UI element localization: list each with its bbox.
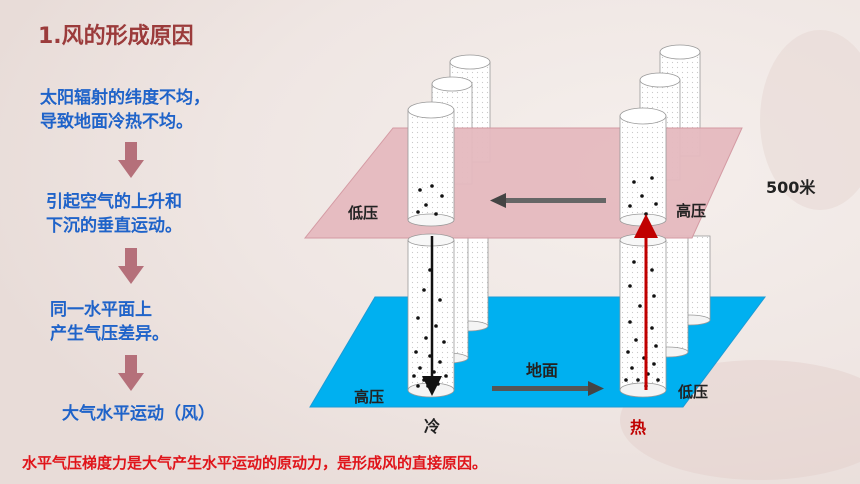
step-3-line1: 同一水平面上 — [50, 300, 152, 320]
ground-low-pressure-label: 低压 — [677, 383, 708, 401]
step-3-line2: 产生气压差异。 — [50, 324, 169, 344]
ground-high-pressure-label: 高压 — [354, 388, 384, 406]
step-2-line2: 下沉的垂直运动。 — [46, 216, 182, 236]
conclusion-text: 水平气压梯度力是大气产生水平运动的原动力，是形成风的直接原因。 — [22, 454, 488, 472]
cylinder-front-hot — [619, 107, 667, 398]
upper-low-pressure-label: 低压 — [347, 204, 378, 222]
hot-particles — [624, 176, 660, 388]
down-arrow-icon — [118, 248, 144, 284]
step-4-line1: 大气水平运动（风） — [62, 404, 215, 424]
ground-label: 地面 — [526, 361, 558, 380]
down-arrow-icon — [118, 142, 144, 178]
step-4: 大气水平运动（风） — [62, 402, 215, 426]
step-1-line1: 太阳辐射的纬度不均， — [40, 88, 210, 108]
upper-high-pressure-label: 高压 — [676, 202, 706, 220]
height-label: 500米 — [766, 178, 816, 197]
cold-label: 冷 — [424, 417, 440, 436]
upper-flow-arrow — [490, 193, 606, 208]
hot-label: 热 — [630, 418, 646, 437]
step-1: 太阳辐射的纬度不均， 导致地面冷热不均。 — [40, 86, 210, 134]
step-1-line2: 导致地面冷热不均。 — [40, 112, 193, 132]
slide-title: 1.风的形成原因 — [38, 24, 194, 49]
ground-flow-arrow — [492, 381, 604, 396]
step-2-line1: 引起空气的上升和 — [46, 192, 182, 212]
down-arrow-icon — [118, 355, 144, 391]
cylinder-front-cold — [407, 101, 455, 398]
step-2: 引起空气的上升和 下沉的垂直运动。 — [46, 190, 182, 238]
step-3: 同一水平面上 产生气压差异。 — [50, 298, 169, 346]
